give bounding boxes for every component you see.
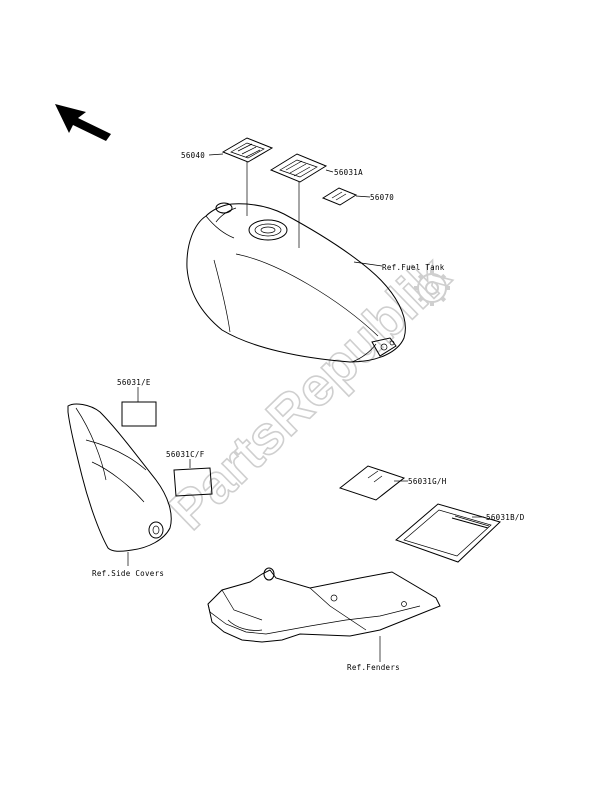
part-label-56031a: 56031A [334, 168, 363, 177]
rear-fender [207, 567, 441, 643]
part-label-56031bd: 56031B/D [486, 513, 525, 522]
decal-56031cf [173, 467, 213, 497]
decal-56031a [269, 153, 328, 183]
decal-56070 [321, 187, 358, 206]
leader-56031a [325, 169, 334, 173]
part-label-56031cf: 56031C/F [166, 450, 205, 459]
decal-56031e [121, 401, 157, 427]
fuel-tank [186, 202, 406, 363]
part-label-56070: 56070 [370, 193, 394, 202]
part-label-56040: 56040 [181, 151, 205, 160]
side-cover [67, 403, 172, 552]
leader-56040 [208, 153, 224, 156]
gear-icon [414, 270, 450, 306]
decal-56040 [221, 137, 274, 163]
arrow-up-left-icon [55, 104, 111, 141]
part-label-56031e: 56031/E [117, 378, 151, 387]
leader-fuel-tank [353, 261, 383, 267]
decal-56031bd [395, 503, 501, 563]
leader-56070 [355, 195, 371, 198]
ref-label-fenders: Ref.Fenders [347, 663, 400, 672]
ref-label-fuel-tank: Ref.Fuel Tank [382, 263, 445, 272]
decal-56031gh [338, 465, 406, 501]
ref-label-side-covers: Ref.Side Covers [92, 569, 164, 578]
part-label-56031gh: 56031G/H [408, 477, 447, 486]
